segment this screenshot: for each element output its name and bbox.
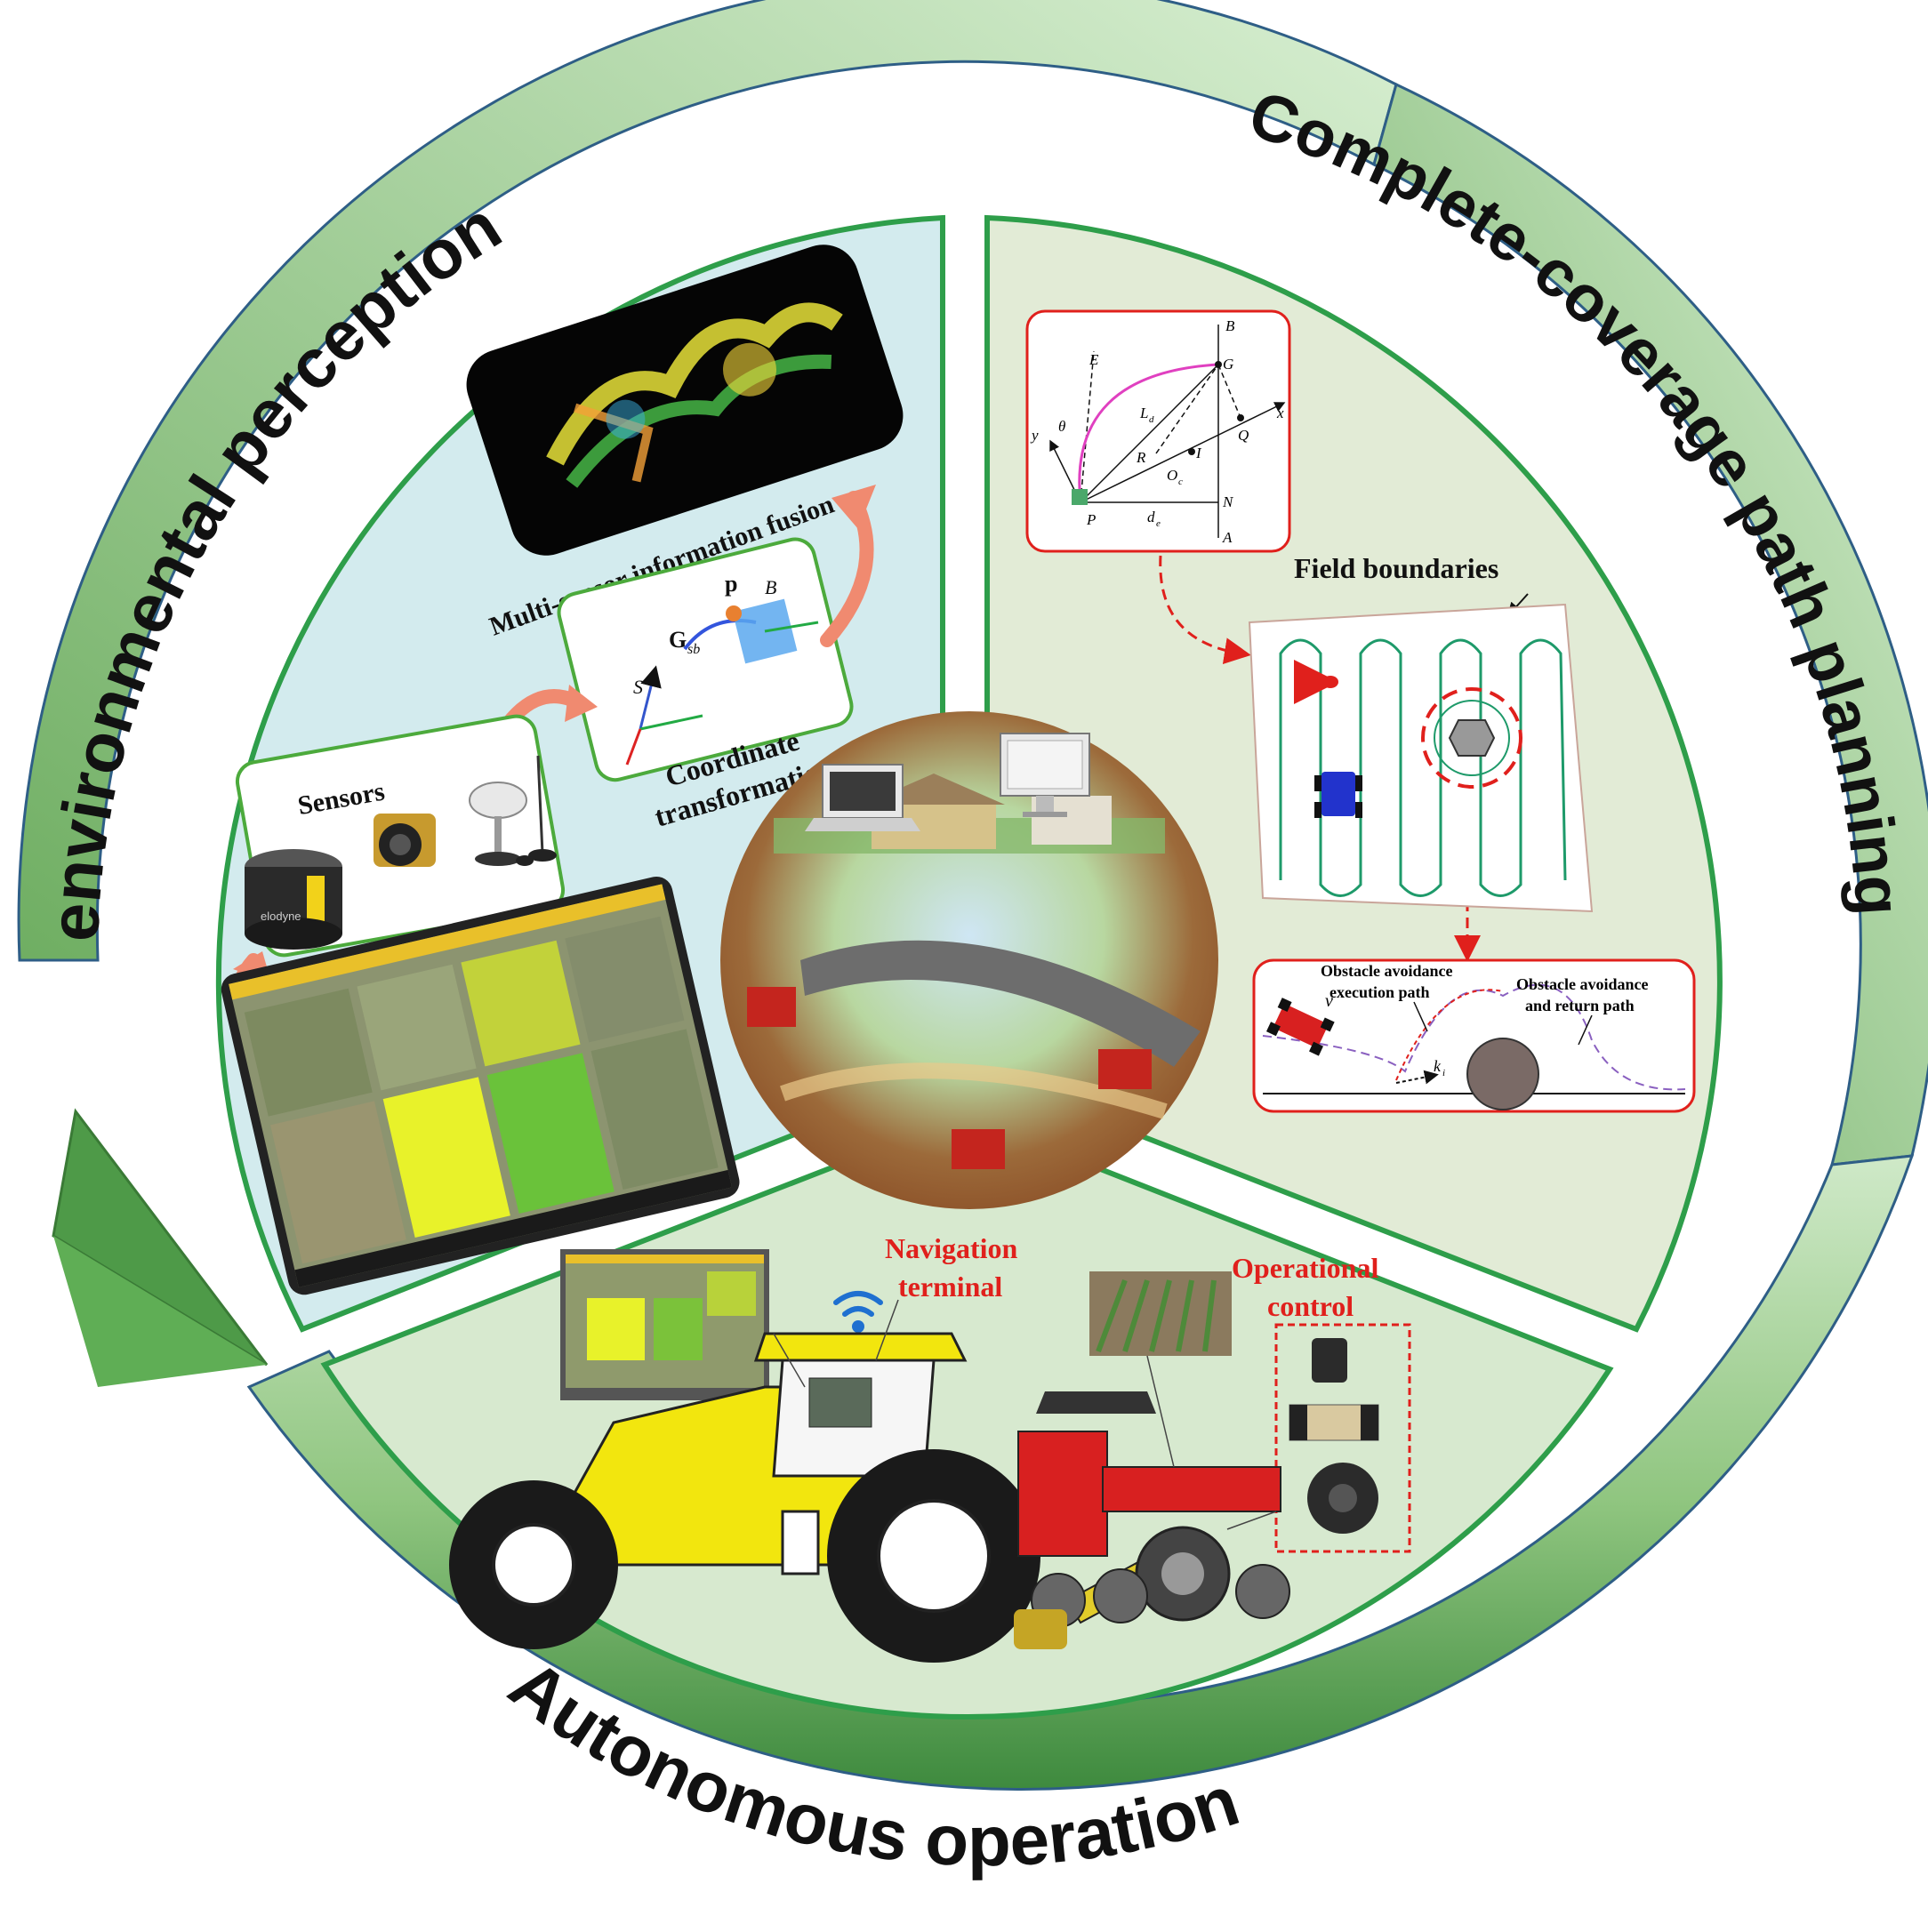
svg-text:S: S (633, 676, 643, 698)
svg-text:i: i (1442, 1068, 1445, 1078)
svg-text:R: R (1136, 449, 1146, 466)
svg-text:N: N (1222, 493, 1234, 510)
svg-text:p: p (725, 571, 737, 597)
svg-text:x: x (1276, 405, 1284, 421)
svg-text:θ: θ (1058, 418, 1065, 435)
svg-text:Obstacle avoidance: Obstacle avoidance (1516, 975, 1649, 993)
center-farm-scene (720, 711, 1218, 1209)
field-coverage-map (1249, 605, 1592, 911)
navigation-terminal-label-1: Navigation (885, 1232, 1018, 1264)
operational-control-label-2: control (1267, 1290, 1354, 1322)
navigation-map-screen (560, 1249, 769, 1400)
svg-text:e: e (1156, 518, 1161, 529)
svg-text:d: d (1149, 414, 1154, 425)
svg-text:k: k (1434, 1057, 1442, 1075)
obstacle-avoidance-box: v k i Obstacle avoidance execution path … (1254, 960, 1694, 1111)
laptop-icon (805, 765, 920, 831)
svg-text:B: B (765, 576, 776, 598)
lidar-sensor: elodyne (245, 849, 342, 950)
svg-text:d: d (1147, 509, 1155, 525)
svg-text:execution path: execution path (1330, 983, 1430, 1001)
crop-field-photo (1089, 1271, 1232, 1356)
svg-text:O: O (1167, 467, 1177, 484)
svg-text:B: B (1225, 317, 1235, 334)
svg-text:y: y (1030, 427, 1039, 444)
navigation-terminal-label-2: terminal (898, 1271, 1002, 1303)
svg-text:A: A (1222, 529, 1233, 546)
operational-control-label-1: Operational (1232, 1252, 1378, 1284)
svg-text:Q: Q (1238, 427, 1249, 444)
svg-text:elodyne: elodyne (261, 910, 301, 923)
svg-text:c: c (1178, 477, 1183, 487)
svg-text:P: P (1086, 511, 1096, 528)
field-boundaries-label: Field boundaries (1294, 552, 1498, 584)
pure-pursuit-geometry: B E G x y θ L d R I Q O c N P d e A (1027, 311, 1289, 551)
svg-text:G: G (669, 627, 687, 653)
svg-text:E: E (1089, 351, 1099, 368)
svg-text:sb: sb (687, 642, 700, 657)
svg-text:Obstacle avoidance: Obstacle avoidance (1321, 962, 1453, 980)
svg-text:G: G (1223, 356, 1233, 373)
camera-sensor (374, 814, 436, 867)
svg-text:and return path: and return path (1525, 997, 1635, 1014)
svg-text:L: L (1139, 405, 1148, 421)
